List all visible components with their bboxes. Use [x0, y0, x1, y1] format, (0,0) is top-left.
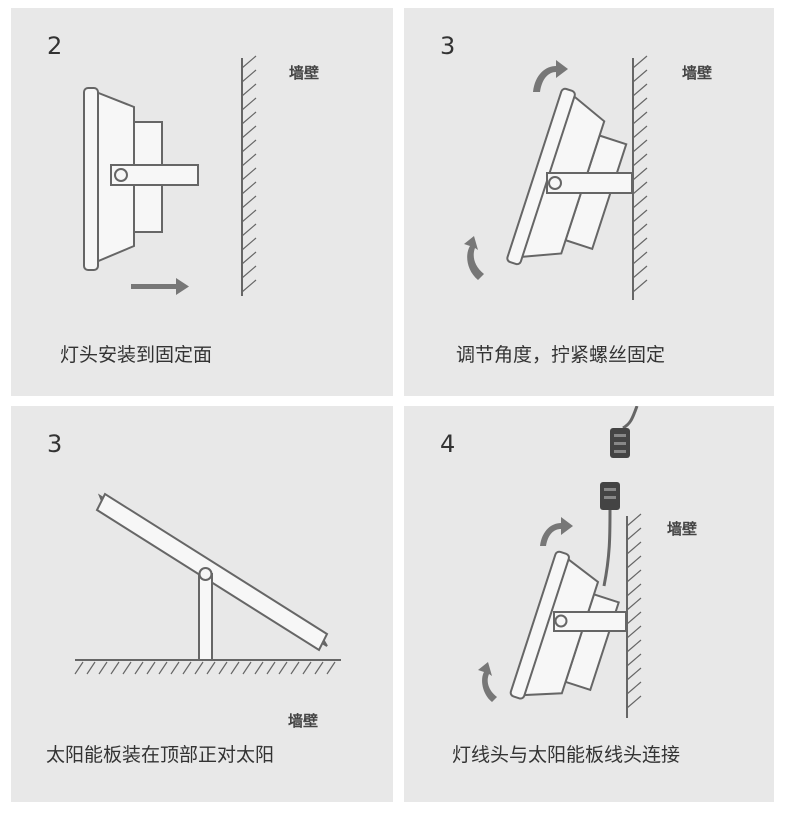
rotate-arrow-icon [464, 60, 568, 280]
floodlight-adjust-illustration [464, 55, 648, 300]
cable-connect-illustration [478, 406, 642, 718]
step-caption: 调节角度，拧紧螺丝固定 [456, 344, 666, 366]
step-caption: 灯线头与太阳能板线头连接 [452, 744, 681, 766]
solar-panel-icon [95, 492, 329, 661]
step-panel-mount: 2 墙壁 灯头安装到固定面 [11, 8, 393, 396]
wall-label: 墙壁 [288, 712, 319, 730]
wall-hatch-icon [632, 55, 648, 300]
ground-hatch-icon [74, 659, 341, 675]
step-panel-connect: 4 墙壁 灯线头与太阳能板线 [404, 406, 774, 802]
wall-label: 墙壁 [289, 64, 320, 82]
step-number: 2 [47, 32, 63, 60]
rotate-arrow-icon [478, 517, 573, 702]
wall-label: 墙壁 [682, 64, 713, 82]
step-caption: 灯头安装到固定面 [60, 344, 213, 366]
step-caption: 太阳能板装在顶部正对太阳 [46, 744, 275, 766]
wall-hatch-icon [626, 513, 642, 718]
solar-panel-illustration [74, 492, 341, 675]
step-panel-adjust: 3 墙壁 调节角度，拧紧螺丝固定 [404, 8, 774, 396]
step-number: 3 [440, 32, 456, 60]
step-number: 4 [440, 430, 456, 458]
wall-hatch-icon [241, 55, 257, 296]
wall-label: 墙壁 [667, 520, 698, 538]
floodlight-icon [83, 87, 199, 271]
step-number: 3 [47, 430, 63, 458]
cable-connector-icon [600, 406, 639, 587]
floodlight-mount-illustration [83, 55, 257, 296]
floodlight-icon [509, 550, 620, 700]
push-arrow-icon [131, 278, 189, 295]
step-panel-solar: 3 墙壁 太阳能板装在顶部正对太阳 [11, 406, 393, 802]
